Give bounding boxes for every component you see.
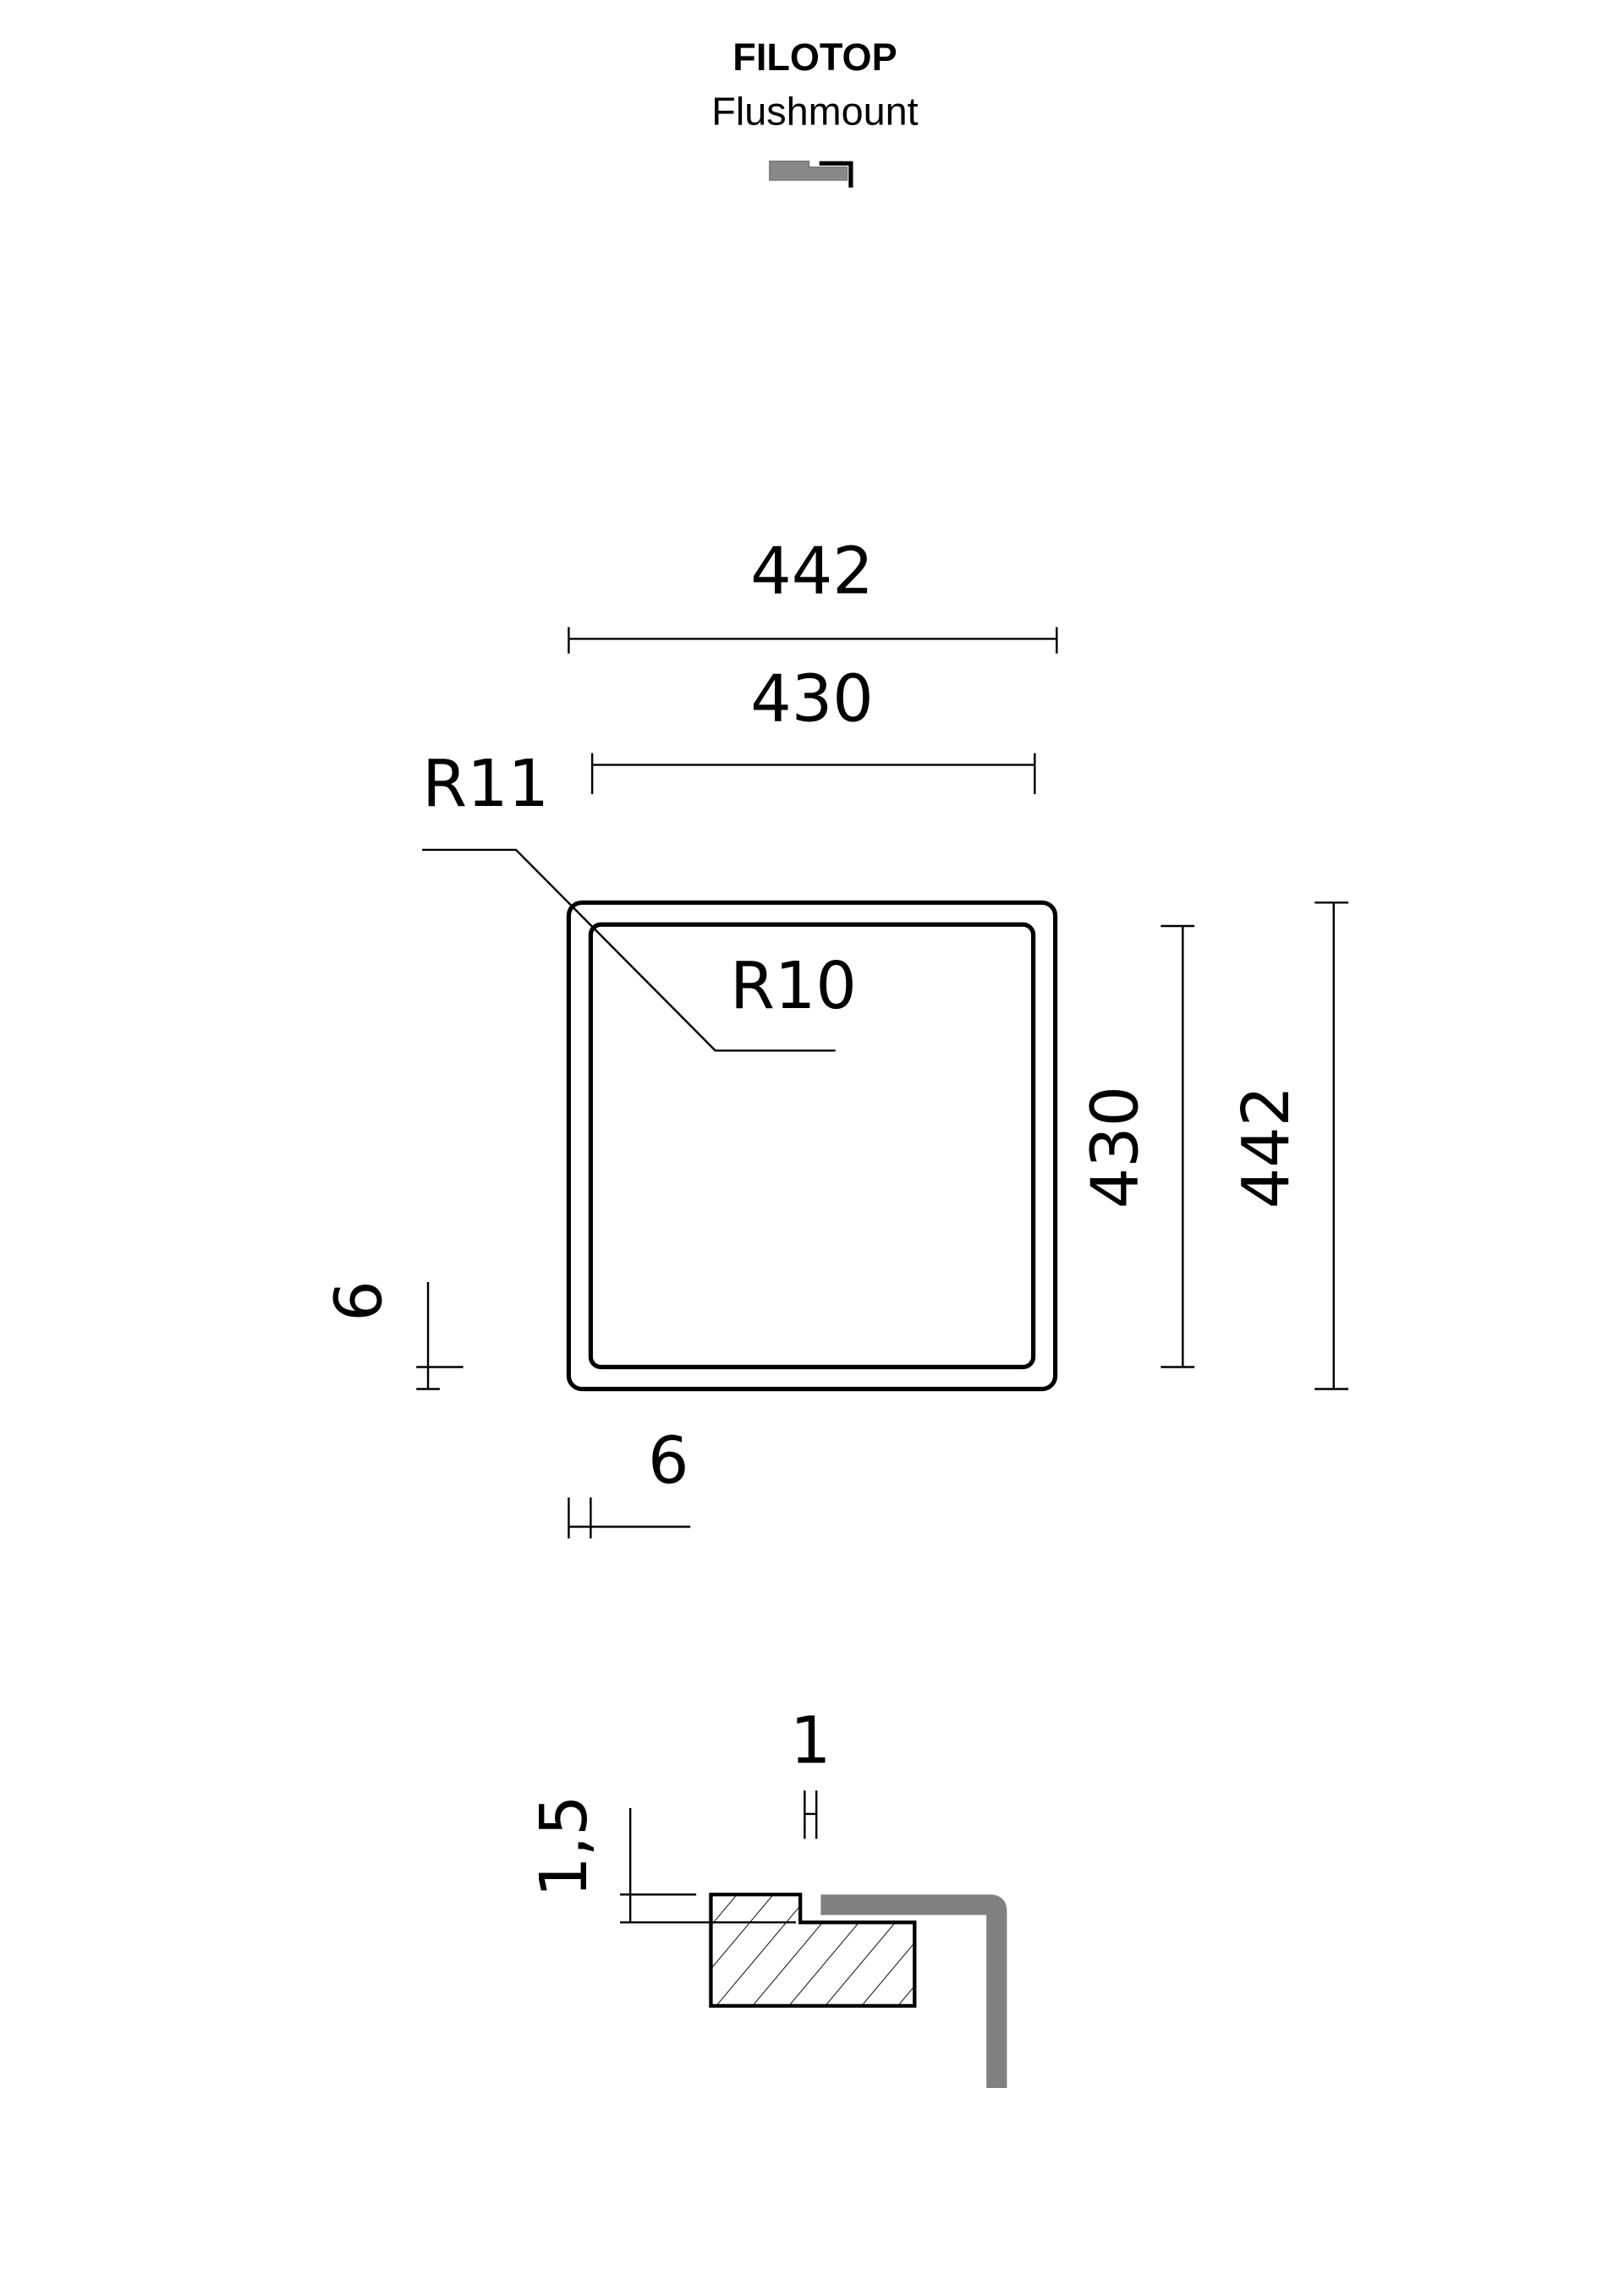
inner-frame — [588, 922, 1036, 1370]
dimension-frame-side: 6 — [321, 1280, 464, 1390]
step-height-label: 1,5 — [526, 1795, 601, 1897]
product-title: FILOTOP — [732, 36, 897, 79]
frame-bottom-label: 6 — [648, 1422, 689, 1498]
frame-side-label: 6 — [321, 1280, 397, 1322]
hatched-section-profile — [709, 1893, 917, 2008]
outer-radius-label: R11 — [422, 746, 549, 821]
dimension-inner-width: 430 — [590, 660, 1036, 795]
inner-radius-label: R10 — [730, 948, 857, 1023]
gray-frame-profile — [820, 1894, 1007, 2088]
gap-label: 1 — [790, 1702, 831, 1778]
dimension-outer-height: 442 — [1228, 901, 1349, 1390]
dimension-inner-height: 430 — [1078, 924, 1195, 1368]
outer-width-label: 442 — [750, 534, 873, 609]
outer-frame — [566, 900, 1058, 1392]
radius-leader-line — [422, 848, 836, 1052]
dimension-outer-width: 442 — [568, 534, 1058, 654]
flushmount-icon — [769, 160, 853, 188]
outer-height-label: 442 — [1228, 1086, 1303, 1208]
dimension-gap: 1 — [790, 1702, 831, 1839]
inner-height-label: 430 — [1078, 1086, 1153, 1208]
product-subtitle: Flushmount — [711, 89, 918, 133]
dimension-frame-bottom: 6 — [568, 1422, 691, 1539]
inner-width-label: 430 — [750, 660, 873, 736]
